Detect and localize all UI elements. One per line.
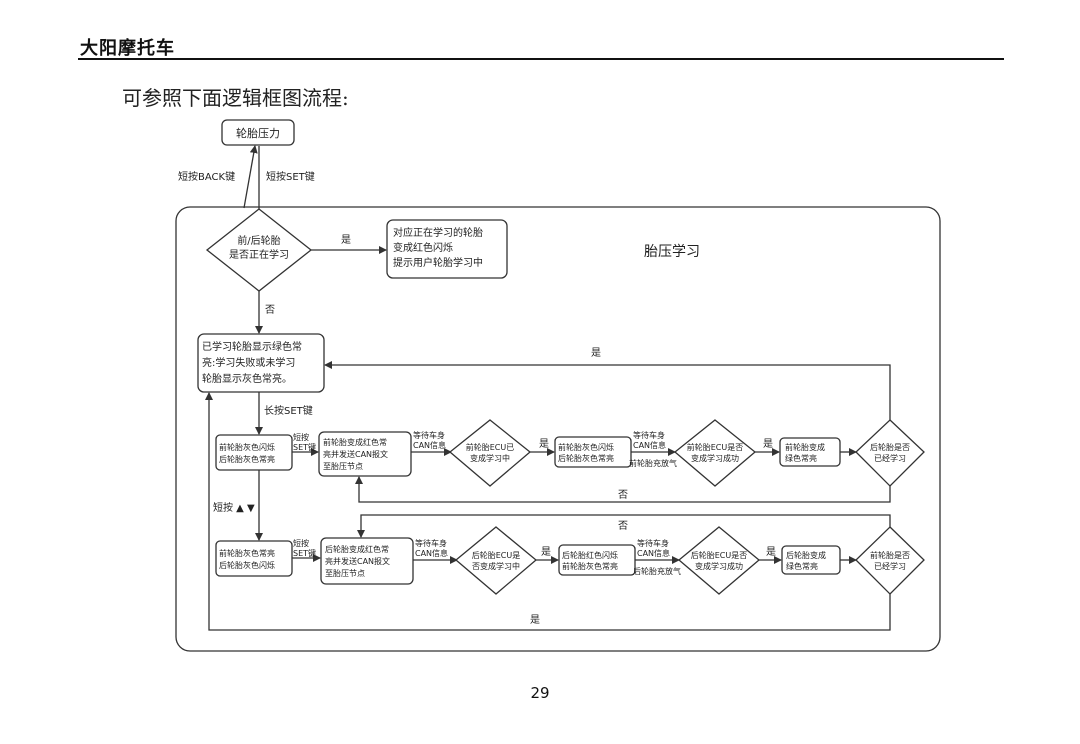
row1-box2-line1: 前轮胎变成红色常	[323, 437, 387, 447]
row1-box3-line1: 前轮胎灰色闪烁	[558, 442, 614, 452]
row2-box2-line1: 后轮胎变成红色常	[325, 544, 389, 554]
yes-label-top: 是	[341, 234, 351, 246]
row1-wait2-line1: 等待车身	[633, 430, 665, 440]
tire-pressure-label: 轮胎压力	[236, 126, 280, 140]
row2-wait2-line1: 等待车身	[637, 538, 669, 548]
row2-box3-line1: 后轮胎红色闪烁	[562, 550, 618, 560]
row2-shortset-line1: 短按	[293, 538, 309, 548]
row1-dec3-line1: 后轮胎是否	[870, 442, 910, 452]
tire-pressure-box	[221, 119, 295, 146]
row1-box2-line3: 至胎压节点	[323, 461, 363, 471]
no-label-top: 否	[265, 304, 275, 316]
intro-text: 可参照下面逻辑框图流程:	[122, 86, 349, 110]
learning-box-line2: 变成红色闪烁	[393, 241, 453, 254]
section-title: 胎压学习	[644, 244, 700, 260]
row2-dec2-line1: 后轮胎ECU是否	[691, 550, 748, 560]
long-set-label: 长按SET键	[264, 404, 313, 417]
row1-box1	[215, 434, 293, 471]
brand-header: 大阳摩托车	[80, 38, 175, 59]
row2-box2-line3: 至胎压节点	[325, 568, 365, 578]
section-frame	[175, 206, 941, 652]
row1-inflate: 前轮胎充放气	[629, 458, 677, 468]
row2-dec3-line2: 已经学习	[874, 561, 906, 571]
row1-wait-line1: 等待车身	[413, 430, 445, 440]
row2-yes1: 是	[541, 546, 551, 558]
row1-dec2-line1: 前轮胎ECU是否	[687, 442, 744, 452]
row1-dec1-line2: 变成学习中	[470, 453, 510, 463]
row1-box2	[318, 431, 412, 477]
row2-inflate: 后轮胎充放气	[633, 566, 681, 576]
status-box-line1: 已学习轮胎显示绿色常	[202, 340, 302, 353]
row2-box1-line2: 后轮胎灰色闪烁	[219, 560, 275, 570]
row2-dec1-line2: 否变成学习中	[472, 561, 520, 571]
page-number: 29	[530, 684, 550, 702]
row1-yes1: 是	[539, 438, 549, 450]
decision-learning-line1: 前/后轮胎	[237, 234, 280, 247]
row2-box4-line2: 绿色常亮	[786, 561, 818, 571]
row2-dec3-line1: 前轮胎是否	[870, 550, 910, 560]
row2-dec1-line1: 后轮胎ECU是	[472, 550, 521, 560]
row2-wait-line2: CAN信息	[415, 548, 448, 558]
short-set-label: 短按SET键	[266, 170, 315, 183]
short-back-label: 短按BACK键	[178, 170, 235, 183]
status-box-line2: 亮:学习失败或未学习	[202, 356, 295, 369]
learning-box-line3: 提示用户轮胎学习中	[393, 256, 483, 269]
row2-shortset-line2: SET键	[293, 548, 316, 558]
row2-yes2: 是	[766, 546, 776, 558]
row2-box3-line2: 前轮胎灰色常亮	[562, 561, 618, 571]
decision-learning-line2: 是否正在学习	[229, 248, 289, 261]
row2-box1	[215, 540, 293, 577]
row1-decision1	[448, 419, 532, 487]
header-rule	[78, 58, 1004, 60]
row2-yes-loop: 是	[530, 614, 540, 626]
row2-wait2-line2: CAN信息	[637, 548, 670, 558]
row1-shortset-line1: 短按	[293, 432, 309, 442]
row1-box4-line1: 前轮胎变成	[785, 442, 825, 452]
row2-decision2	[677, 526, 761, 595]
row1-dec2-line2: 变成学习成功	[691, 453, 739, 463]
yes-label-row1-loop: 是	[591, 347, 601, 359]
row1-dec1-line1: 前轮胎ECU已	[466, 442, 515, 452]
row1-wait2-line2: CAN信息	[633, 440, 666, 450]
row1-yes2: 是	[763, 438, 773, 450]
row2-box4-line1: 后轮胎变成	[786, 550, 826, 560]
row1-no-loop: 否	[618, 489, 628, 501]
short-updown-label: 短按 ▲ ▼	[213, 501, 255, 514]
row2-box2-line2: 亮并发送CAN报文	[325, 556, 390, 566]
row1-box2-line2: 亮并发送CAN报文	[323, 449, 388, 459]
row1-shortset-line2: SET键	[293, 442, 316, 452]
row2-decision3	[855, 526, 925, 595]
row1-wait-line2: CAN信息	[413, 440, 446, 450]
row2-box1-line1: 前轮胎灰色常亮	[219, 548, 275, 558]
row1-dec3-line2: 已经学习	[874, 453, 906, 463]
row1-box1-line2: 后轮胎灰色常亮	[219, 454, 275, 464]
status-box-line3: 轮胎显示灰色常亮。	[202, 372, 292, 385]
row2-decision1	[454, 526, 538, 595]
learning-box-line1: 对应正在学习的轮胎	[393, 226, 483, 239]
learning-box	[386, 219, 508, 279]
row1-decision2	[673, 419, 757, 487]
row2-no-loop: 否	[618, 520, 628, 532]
row1-box1-line1: 前轮胎灰色闪烁	[219, 442, 275, 452]
row1-box3-line2: 后轮胎灰色常亮	[558, 453, 614, 463]
row1-box4-line2: 绿色常亮	[785, 453, 817, 463]
row2-wait-line1: 等待车身	[415, 538, 447, 548]
row2-dec2-line2: 变成学习成功	[695, 561, 743, 571]
row1-decision3	[855, 419, 925, 487]
row2-box2	[320, 537, 414, 585]
